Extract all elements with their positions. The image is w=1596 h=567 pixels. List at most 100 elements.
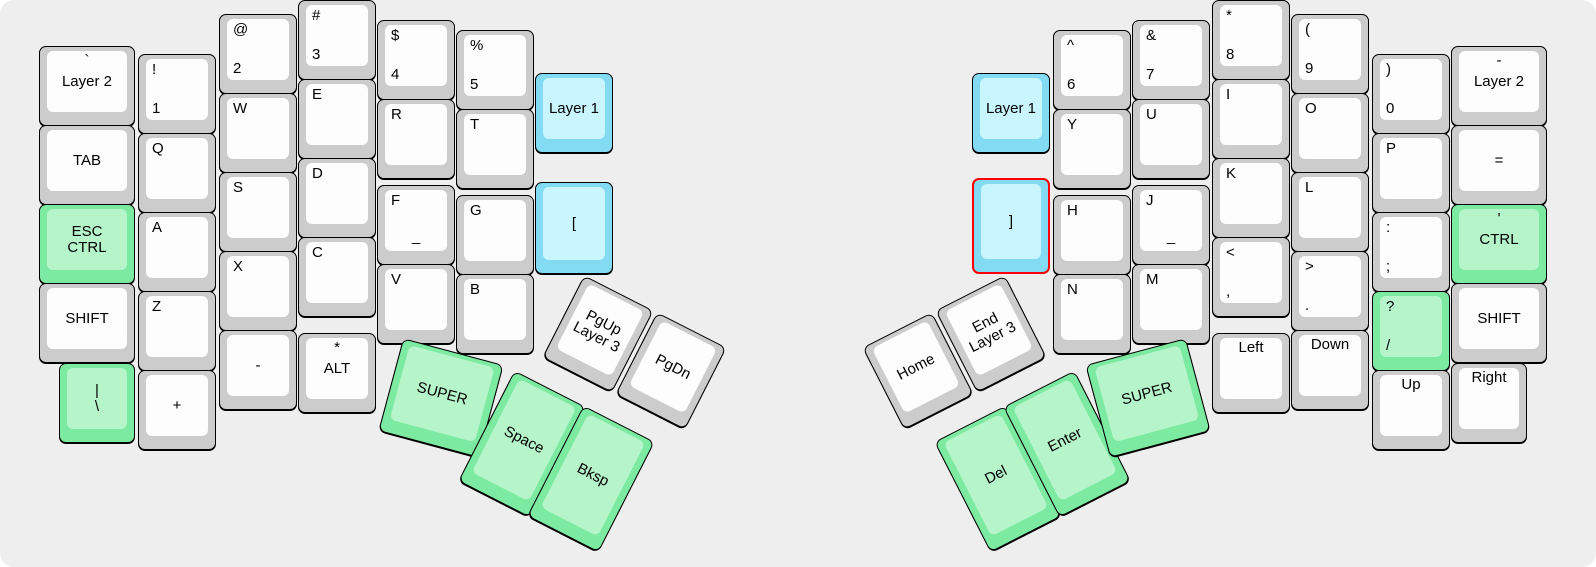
- keycap-l-t-super: SUPER: [389, 345, 495, 443]
- legend-bottom-left: 5: [470, 76, 479, 94]
- legend-center: ]: [1008, 212, 1014, 230]
- legend-center: =: [1494, 151, 1504, 169]
- key-r-c4-r0[interactable]: (9: [1291, 14, 1369, 94]
- legend-center: |\: [94, 381, 100, 415]
- key-r-c3-r4[interactable]: Left: [1212, 333, 1290, 413]
- keycap-r-c4-r4: Down: [1299, 335, 1361, 396]
- legend-top-left: Y: [1067, 116, 1078, 133]
- key-r-c5-r3[interactable]: ?/: [1372, 291, 1450, 371]
- keycap-r-c2-r1: U: [1140, 104, 1202, 165]
- key-r-c4-r3[interactable]: >.: [1291, 251, 1369, 331]
- key-l-c3-r1[interactable]: E: [298, 79, 376, 159]
- keycap-r-c0-r1: ]: [981, 184, 1041, 259]
- key-l-c0-r4[interactable]: |\: [59, 363, 135, 443]
- legend-top-left: :: [1386, 219, 1391, 236]
- key-r-c6-r3[interactable]: SHIFT: [1451, 283, 1547, 363]
- keycap-l-c4-r1: R: [385, 104, 447, 165]
- legend-top-left: F: [391, 192, 401, 209]
- key-l-c2-r3[interactable]: X: [219, 251, 297, 331]
- key-r-c0-r0[interactable]: Layer 1: [972, 73, 1050, 153]
- key-r-c2-r1[interactable]: U: [1132, 99, 1210, 179]
- legend-center: SHIFT: [65, 309, 109, 327]
- key-l-c4-r3[interactable]: V: [377, 264, 455, 344]
- key-l-c3-r2[interactable]: D: [298, 158, 376, 238]
- key-l-c2-r4[interactable]: -: [219, 330, 297, 410]
- legend-top-left: #: [312, 7, 321, 24]
- legend-top-left: T: [470, 116, 480, 133]
- keycap-r-c6-r2: 'CTRL: [1459, 209, 1539, 270]
- key-r-c5-r4[interactable]: Up: [1372, 370, 1450, 450]
- key-r-c2-r2[interactable]: J_: [1132, 185, 1210, 265]
- key-l-c6-r0[interactable]: Layer 1: [535, 73, 613, 153]
- key-l-c1-r0[interactable]: !1: [138, 54, 216, 134]
- key-r-c2-r3[interactable]: M: [1132, 264, 1210, 344]
- homing-indicator: _: [411, 228, 421, 246]
- key-r-c4-r4[interactable]: Down: [1291, 330, 1369, 410]
- key-r-c6-r1[interactable]: =: [1451, 125, 1547, 205]
- key-r-c4-r1[interactable]: O: [1291, 93, 1369, 173]
- legend-top-center: Down: [1310, 336, 1350, 353]
- key-r-c3-r0[interactable]: *8: [1212, 0, 1290, 80]
- key-r-c3-r1[interactable]: I: [1212, 79, 1290, 159]
- key-l-c2-r1[interactable]: W: [219, 93, 297, 173]
- keycap-r-c2-r2: J_: [1140, 190, 1202, 251]
- key-l-c3-r3[interactable]: C: [298, 237, 376, 317]
- key-l-c6-r1[interactable]: [: [535, 182, 613, 274]
- legend-top-left: R: [391, 106, 402, 123]
- key-r-c5-r0[interactable]: )0: [1372, 54, 1450, 134]
- keycap-r-c2-r3: M: [1140, 269, 1202, 330]
- key-l-c0-r0[interactable]: `Layer 2: [39, 46, 135, 126]
- key-r-c6-r2[interactable]: 'CTRL: [1451, 204, 1547, 284]
- key-l-c1-r1[interactable]: Q: [138, 133, 216, 213]
- key-r-c2-r0[interactable]: &7: [1132, 20, 1210, 100]
- legend-center: Layer 2: [1473, 72, 1525, 90]
- key-r-c1-r1[interactable]: Y: [1053, 109, 1131, 189]
- key-l-c5-r3[interactable]: B: [456, 274, 534, 354]
- keycap-l-c4-r3: V: [385, 269, 447, 330]
- key-r-c6-r0[interactable]: - Layer 2: [1451, 46, 1547, 126]
- key-l-c4-r0[interactable]: $4: [377, 20, 455, 100]
- key-r-c0-r1[interactable]: ]: [972, 178, 1050, 274]
- legend-top-center: -: [1496, 52, 1502, 69]
- legend-top-left: &: [1146, 27, 1157, 44]
- key-l-c1-r4[interactable]: +: [138, 370, 216, 450]
- legend-top-left: <: [1226, 244, 1235, 261]
- legend-bottom-left: 2: [233, 60, 242, 78]
- key-l-c1-r2[interactable]: A: [138, 212, 216, 292]
- legend-bottom-left: 7: [1146, 66, 1155, 84]
- key-r-c1-r3[interactable]: N: [1053, 274, 1131, 354]
- legend-bottom-left: ,: [1226, 283, 1231, 301]
- legend-top-left: @: [233, 21, 249, 38]
- key-l-c4-r2[interactable]: F_: [377, 185, 455, 265]
- key-l-c5-r1[interactable]: T: [456, 109, 534, 189]
- key-l-c5-r2[interactable]: G: [456, 195, 534, 275]
- legend-top-left: L: [1305, 179, 1314, 196]
- keycap-r-c5-r1: P: [1380, 138, 1442, 199]
- key-r-c1-r2[interactable]: H: [1053, 195, 1131, 275]
- key-r-c3-r3[interactable]: <,: [1212, 237, 1290, 317]
- key-r-c1-r0[interactable]: ^6: [1053, 30, 1131, 110]
- keycap-l-c3-r2: D: [306, 163, 368, 224]
- keycap-r-c6-r1: =: [1459, 130, 1539, 191]
- key-l-c3-r4[interactable]: *ALT: [298, 333, 376, 413]
- legend-bottom-left: 1: [152, 100, 161, 118]
- key-r-c3-r2[interactable]: K: [1212, 158, 1290, 238]
- key-l-c1-r3[interactable]: Z: [138, 291, 216, 371]
- key-l-c4-r1[interactable]: R: [377, 99, 455, 179]
- key-l-c2-r2[interactable]: S: [219, 172, 297, 252]
- key-r-c5-r1[interactable]: P: [1372, 133, 1450, 213]
- key-r-c4-r2[interactable]: L: [1291, 172, 1369, 252]
- key-l-c3-r0[interactable]: #3: [298, 0, 376, 80]
- key-l-c5-r0[interactable]: %5: [456, 30, 534, 110]
- keycap-l-c3-r0: #3: [306, 5, 368, 66]
- key-l-c0-r1[interactable]: TAB: [39, 125, 135, 205]
- key-l-c0-r3[interactable]: SHIFT: [39, 283, 135, 363]
- key-l-c2-r0[interactable]: @2: [219, 14, 297, 94]
- keycap-l-c1-r0: !1: [146, 59, 208, 120]
- legend-top-center: *: [334, 339, 340, 356]
- legend-top-left: $: [391, 27, 400, 44]
- key-r-c5-r2[interactable]: :;: [1372, 212, 1450, 292]
- key-r-c6-r4[interactable]: Right: [1451, 363, 1527, 443]
